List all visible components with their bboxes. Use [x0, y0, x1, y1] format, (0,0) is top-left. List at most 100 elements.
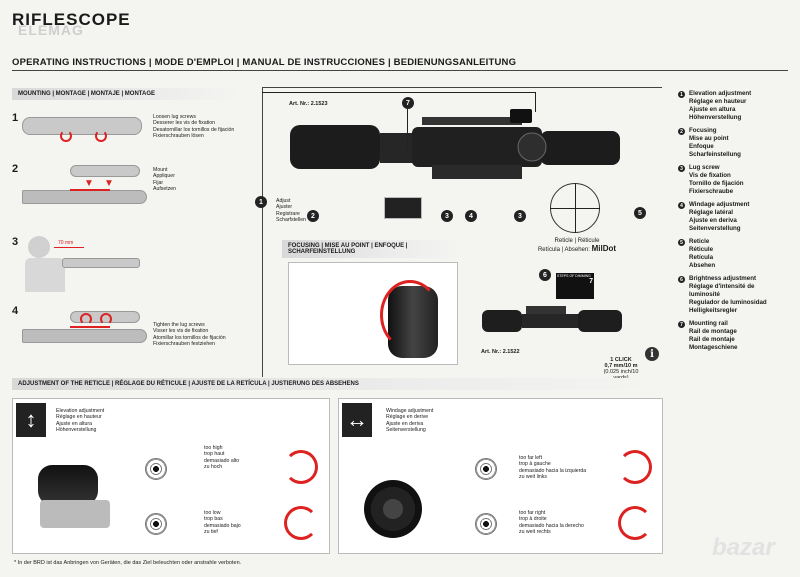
focusing-heading: FOCUSING | MISE AU POINT | ENFOQUE | SCH…: [282, 240, 462, 258]
step-4-line: Tighten the lug screws: [153, 322, 205, 328]
legend-line: Scharfeinstellung: [689, 151, 741, 158]
step-2-line: Fijar: [153, 179, 164, 186]
legend-text: Windage adjustment Réglage latéral Ajust…: [689, 201, 749, 233]
step-1-rotate-arrow-icon: [95, 130, 107, 142]
step-4-line: Visser les vis de fixation: [153, 328, 209, 335]
legend-line: Tornillo de fijación: [689, 180, 744, 187]
legend-line: Ajuste en deriva: [689, 217, 737, 224]
legend-line: Enfoque: [689, 143, 714, 150]
legend-line: Höhenverstellung: [689, 114, 742, 121]
too-low-line: zu tief: [204, 529, 218, 536]
target-right-icon: [475, 513, 497, 535]
windage-line: Windage adjustment: [386, 408, 434, 414]
step-4-line: Fixierschrauben festziehen: [153, 341, 215, 348]
elevation-line: Höhenverstellung: [56, 427, 97, 434]
legend-line: Regulador de luminosidad: [689, 299, 767, 306]
brightness-inset-box: STEPS OF DIMMING 7: [556, 273, 594, 299]
adjust-line: Adjust: [276, 198, 291, 204]
legend-line: Rail de montaje: [689, 336, 735, 343]
legend-text: Mounting rail Rail de montage Rail de mo…: [689, 320, 737, 352]
document-title: RIFLESCOPE: [12, 10, 131, 29]
too-right-line: trop à droite: [519, 516, 547, 523]
step-2-line: Aufsetzen: [153, 186, 177, 193]
legend-number: 5: [678, 239, 685, 246]
operating-instructions-heading: OPERATING INSTRUCTIONS | MODE D'EMPLOI |…: [12, 57, 517, 68]
legend-line: Fixierschraube: [689, 188, 734, 195]
callout-7-line: [407, 109, 408, 149]
brightness-inset-number: 7: [589, 278, 593, 285]
legend-line: Retícula: [689, 254, 714, 261]
too-right-line: too far right: [519, 510, 546, 516]
too-high-line: zu hoch: [204, 464, 223, 471]
step-4-rail-highlight: [70, 326, 110, 328]
vertical-arrows-icon: ↕: [16, 403, 46, 437]
reticle-label-line: Reticle | Réticule: [554, 238, 600, 244]
reticle-adjustment-heading: ADJUSTMENT OF THE RETICLE | RÉGLAGE DU R…: [12, 378, 662, 390]
legend-line: Ajuste en altura: [689, 106, 736, 113]
info-icon: i: [645, 347, 659, 361]
step-4-rotate-arrow-icon: [80, 313, 92, 325]
step-3-rifle-image: [62, 258, 140, 268]
scope-frame-top: [262, 87, 662, 88]
step-2-line: Appliquer: [153, 173, 175, 180]
callout-3: 3: [514, 210, 526, 222]
article-number-bottom: Art. Nr.: 2.1522: [481, 349, 520, 355]
header-divider: [12, 70, 788, 71]
step-2-text: Mount Appliquer Fijar Aufsetzen: [153, 167, 176, 193]
legend-number: 7: [678, 321, 685, 328]
legend-item-3: 3 Lug screw Vis de fixation Tornillo de …: [678, 164, 767, 196]
ghost-text: ELEMAG: [18, 22, 84, 38]
rotate-counterclockwise-icon: [618, 506, 652, 540]
legend-line: Réticule: [689, 246, 714, 253]
too-left-line: trop à gauche: [519, 461, 551, 468]
legend-item-4: 4 Windage adjustment Réglage latéral Aju…: [678, 201, 767, 233]
eye-relief-label: 70 mm: [58, 240, 74, 246]
adjust-line: Ajuster: [276, 204, 293, 211]
legend-line: Mounting rail: [689, 320, 728, 327]
too-left-line: demasiado hacia la izquierda: [519, 467, 587, 474]
target-left-icon: [475, 458, 497, 480]
legend-text: Lug screw Vis de fixation Tornillo de fi…: [689, 164, 744, 196]
legend-line: Lug screw: [689, 164, 720, 171]
reticle-label: Reticle | Réticule Retícula | Absehen: M…: [537, 238, 617, 253]
legend-line: Réglage d'intensité de: [689, 283, 755, 290]
too-low-line: demasiado bajo: [204, 522, 241, 529]
step-number-1: 1: [12, 112, 19, 124]
elevation-line: Ajuste en altura: [56, 420, 93, 427]
adjust-line: Registrare: [276, 210, 300, 217]
too-left-line: zu weit links: [519, 474, 547, 481]
step-number-4: 4: [12, 305, 19, 317]
elevation-scope-image: [40, 500, 110, 528]
click-line: 0,7 mm/10 m: [604, 363, 638, 369]
too-low-line: too low: [204, 510, 221, 516]
adjust-line: Scharfstellen: [276, 217, 306, 224]
reticle-label-prefix: Retícula | Absehen:: [537, 247, 590, 253]
legend-text: Reticle Réticule Retícula Absehen: [689, 238, 715, 270]
callout-1: 1: [255, 196, 267, 208]
elevation-turret-image: [38, 465, 98, 505]
too-right-line: demasiado hacia la derecho: [519, 522, 584, 529]
windage-turret-image: [364, 480, 422, 538]
legend-line: Absehen: [689, 262, 716, 269]
callout-3: 3: [441, 210, 453, 222]
legend-number: 4: [678, 202, 685, 209]
legend-line: Brightness adjustment: [689, 275, 757, 282]
shooter-head-image: [28, 236, 50, 258]
legend-line: Réglage en hauteur: [689, 98, 747, 105]
callout-4: 4: [465, 210, 477, 222]
callout-7: 7: [402, 97, 414, 109]
step-1-rotate-arrow-icon: [60, 130, 72, 142]
reticle-label-line: Retícula | Absehen: MilDot: [537, 244, 617, 253]
windage-line: Ajuste en deriva: [386, 420, 424, 427]
down-arrow-icon: ▼: [84, 178, 94, 189]
focus-inset-box: [384, 197, 422, 219]
legend-line: Mise au point: [689, 135, 729, 142]
legend-line: Focusing: [689, 127, 717, 134]
step-1-line: Desatornillar los tornillos de fijación: [153, 126, 235, 133]
legend-text: Brightness adjustment Réglage d'intensit…: [689, 275, 767, 315]
click-line: 1 CLICK: [610, 357, 632, 363]
article-number-top: Art. Nr.: 2.1523: [289, 101, 328, 107]
legend-line: luminosité: [689, 291, 720, 298]
too-right-text: too far right trop à droite demasiado ha…: [519, 510, 584, 536]
target-high-icon: [145, 458, 167, 480]
